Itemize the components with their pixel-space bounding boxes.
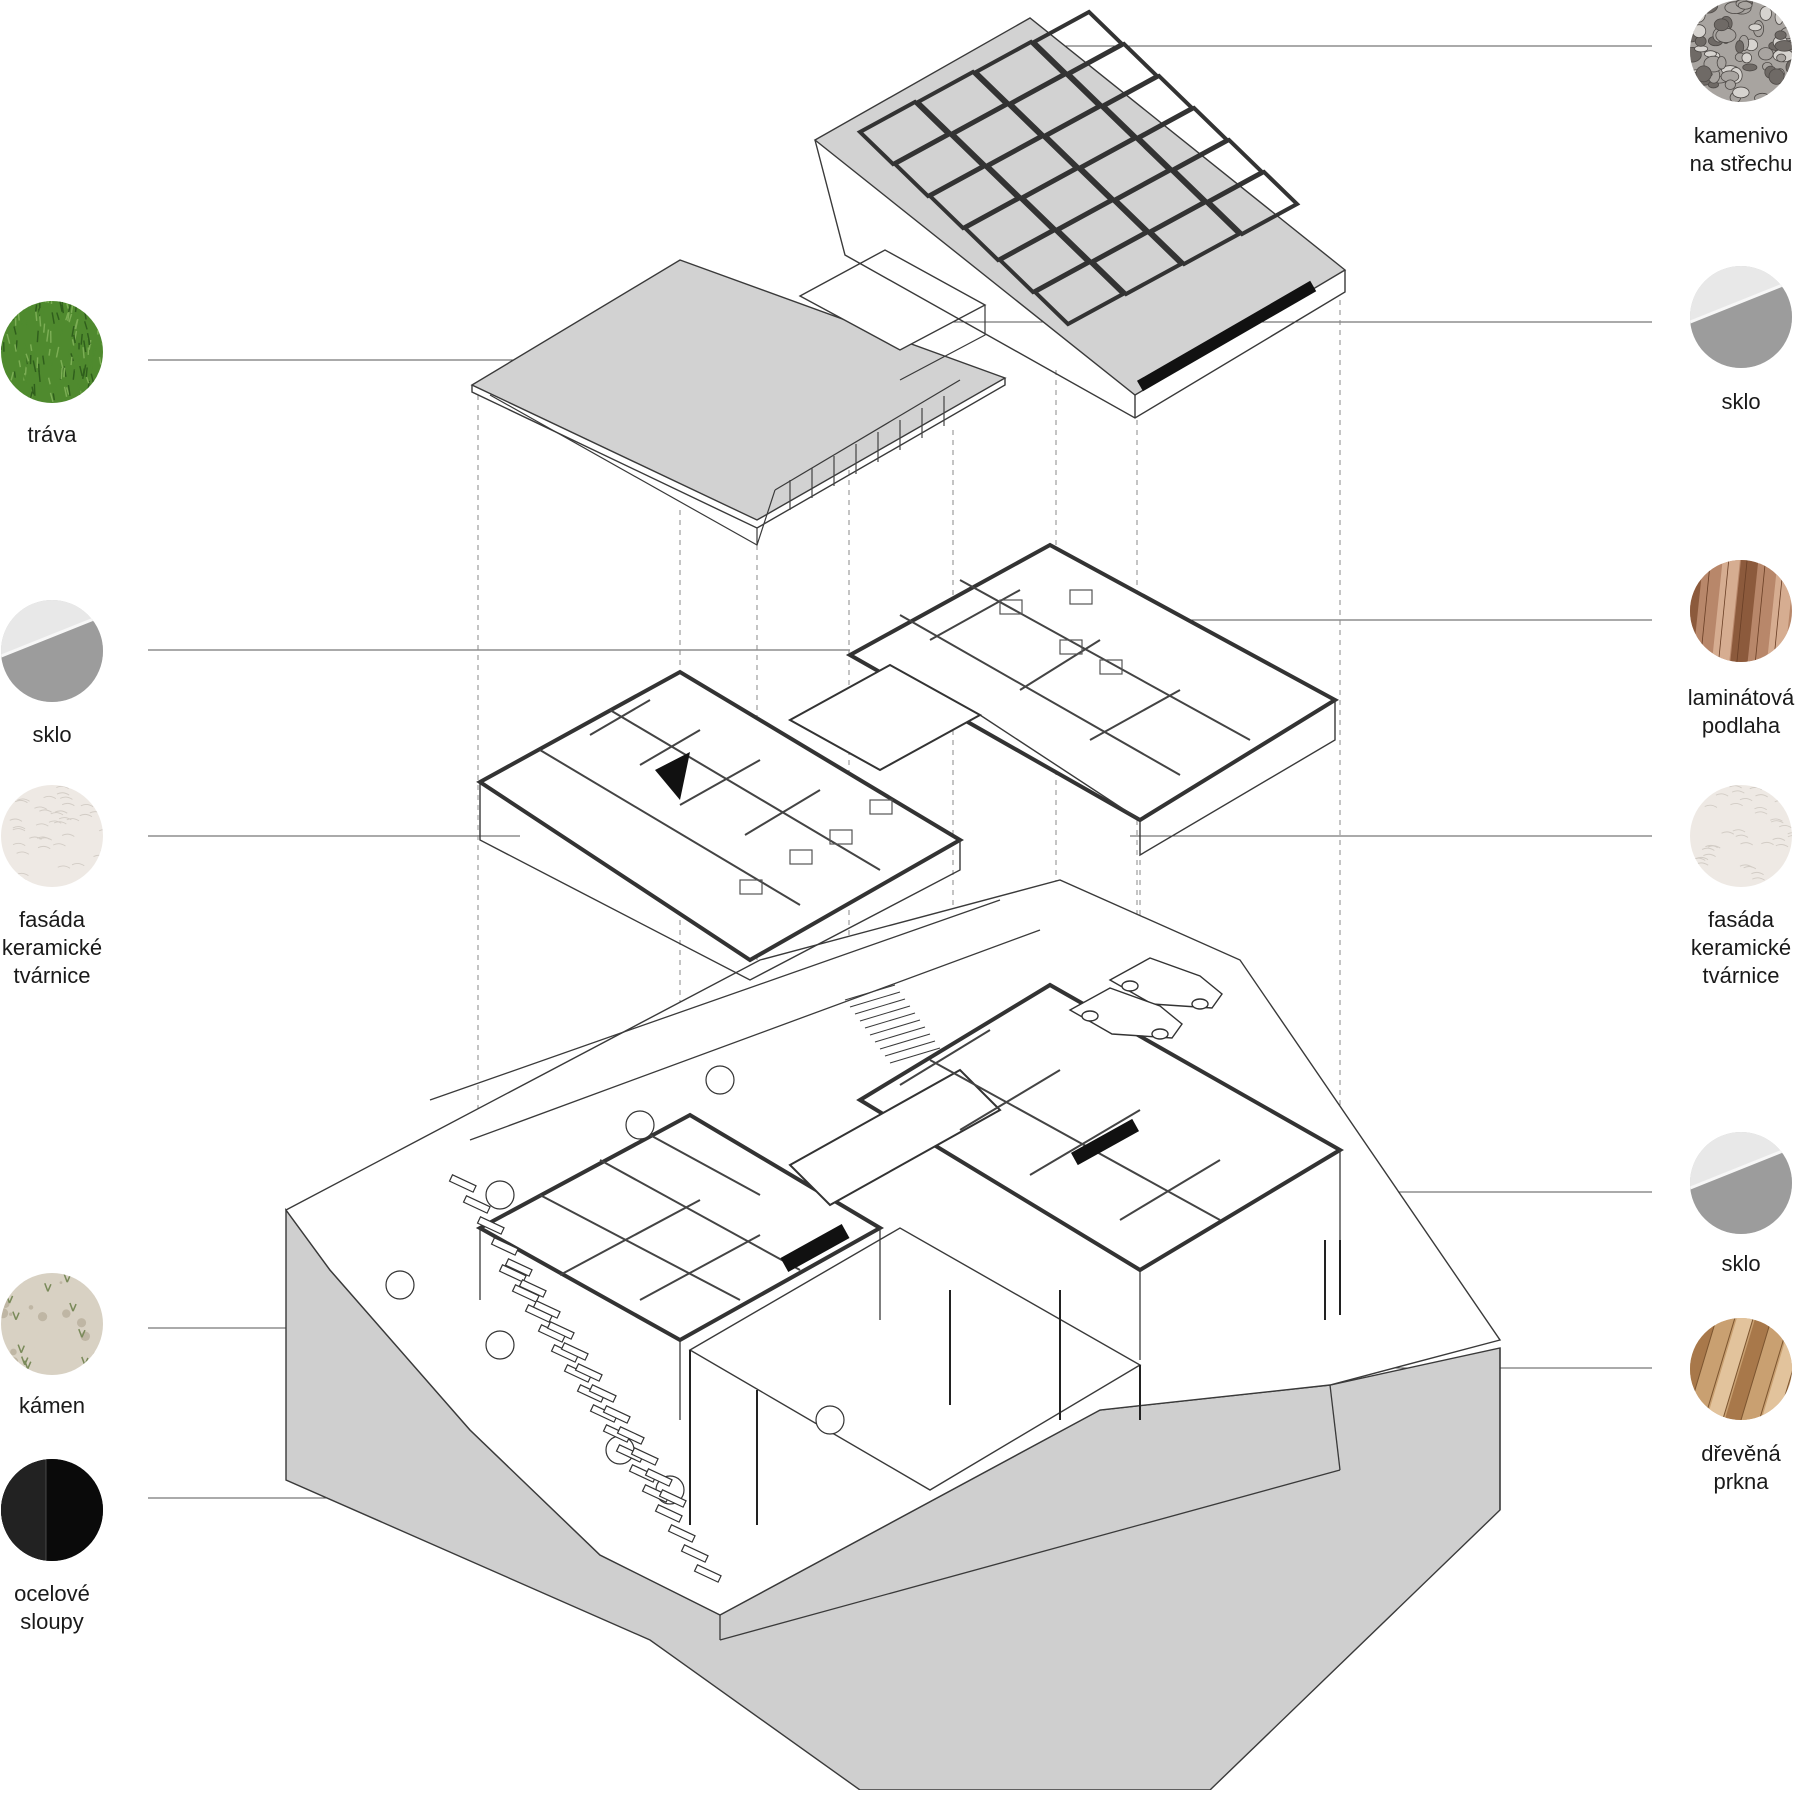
steel-swatch-icon: [1, 1459, 103, 1561]
grass-swatch-icon: [1, 301, 103, 403]
gravel-swatch-icon: [1690, 0, 1792, 102]
laminate-texture: [1690, 560, 1792, 662]
material-label-fasada-left: fasáda keramické tvárnice: [0, 906, 162, 990]
ceramic-swatch-icon: [1690, 785, 1792, 887]
glass-swatch-icon: [1690, 1132, 1792, 1234]
ceramic-texture: [1, 785, 103, 887]
material-label-sklo-roof: sklo: [1641, 388, 1796, 416]
material-label-kamen: kámen: [0, 1392, 162, 1420]
glass-swatch-icon: [1, 600, 103, 702]
stone-swatch-icon: [1, 1273, 103, 1375]
material-label-sklo-upper: sklo: [0, 721, 162, 749]
material-label-fasada-right: fasáda keramické tvárnice: [1641, 906, 1796, 990]
material-label-ocel: ocelové sloupy: [0, 1580, 162, 1636]
material-label-drevo: dřevěná prkna: [1641, 1440, 1796, 1496]
stone-texture: [1, 1273, 103, 1375]
material-label-sklo-ground: sklo: [1641, 1250, 1796, 1278]
material-label-trava: tráva: [0, 421, 162, 449]
gravel-texture: [1690, 0, 1792, 102]
grass-texture: [1, 301, 103, 403]
glass-texture: [1690, 266, 1792, 368]
glass-swatch-icon: [1690, 266, 1792, 368]
steel-texture: [1, 1459, 103, 1561]
material-label-laminat: laminátová podlaha: [1641, 684, 1796, 740]
wood-plank-texture: [1690, 1318, 1792, 1420]
material-label-kamenivo: kamenivo na střechu: [1641, 122, 1796, 178]
glass-texture: [1, 600, 103, 702]
laminate-swatch-icon: [1690, 560, 1792, 662]
ceramic-texture: [1690, 785, 1792, 887]
glass-texture: [1690, 1132, 1792, 1234]
wood-plank-swatch-icon: [1690, 1318, 1792, 1420]
ceramic-swatch-icon: [1, 785, 103, 887]
